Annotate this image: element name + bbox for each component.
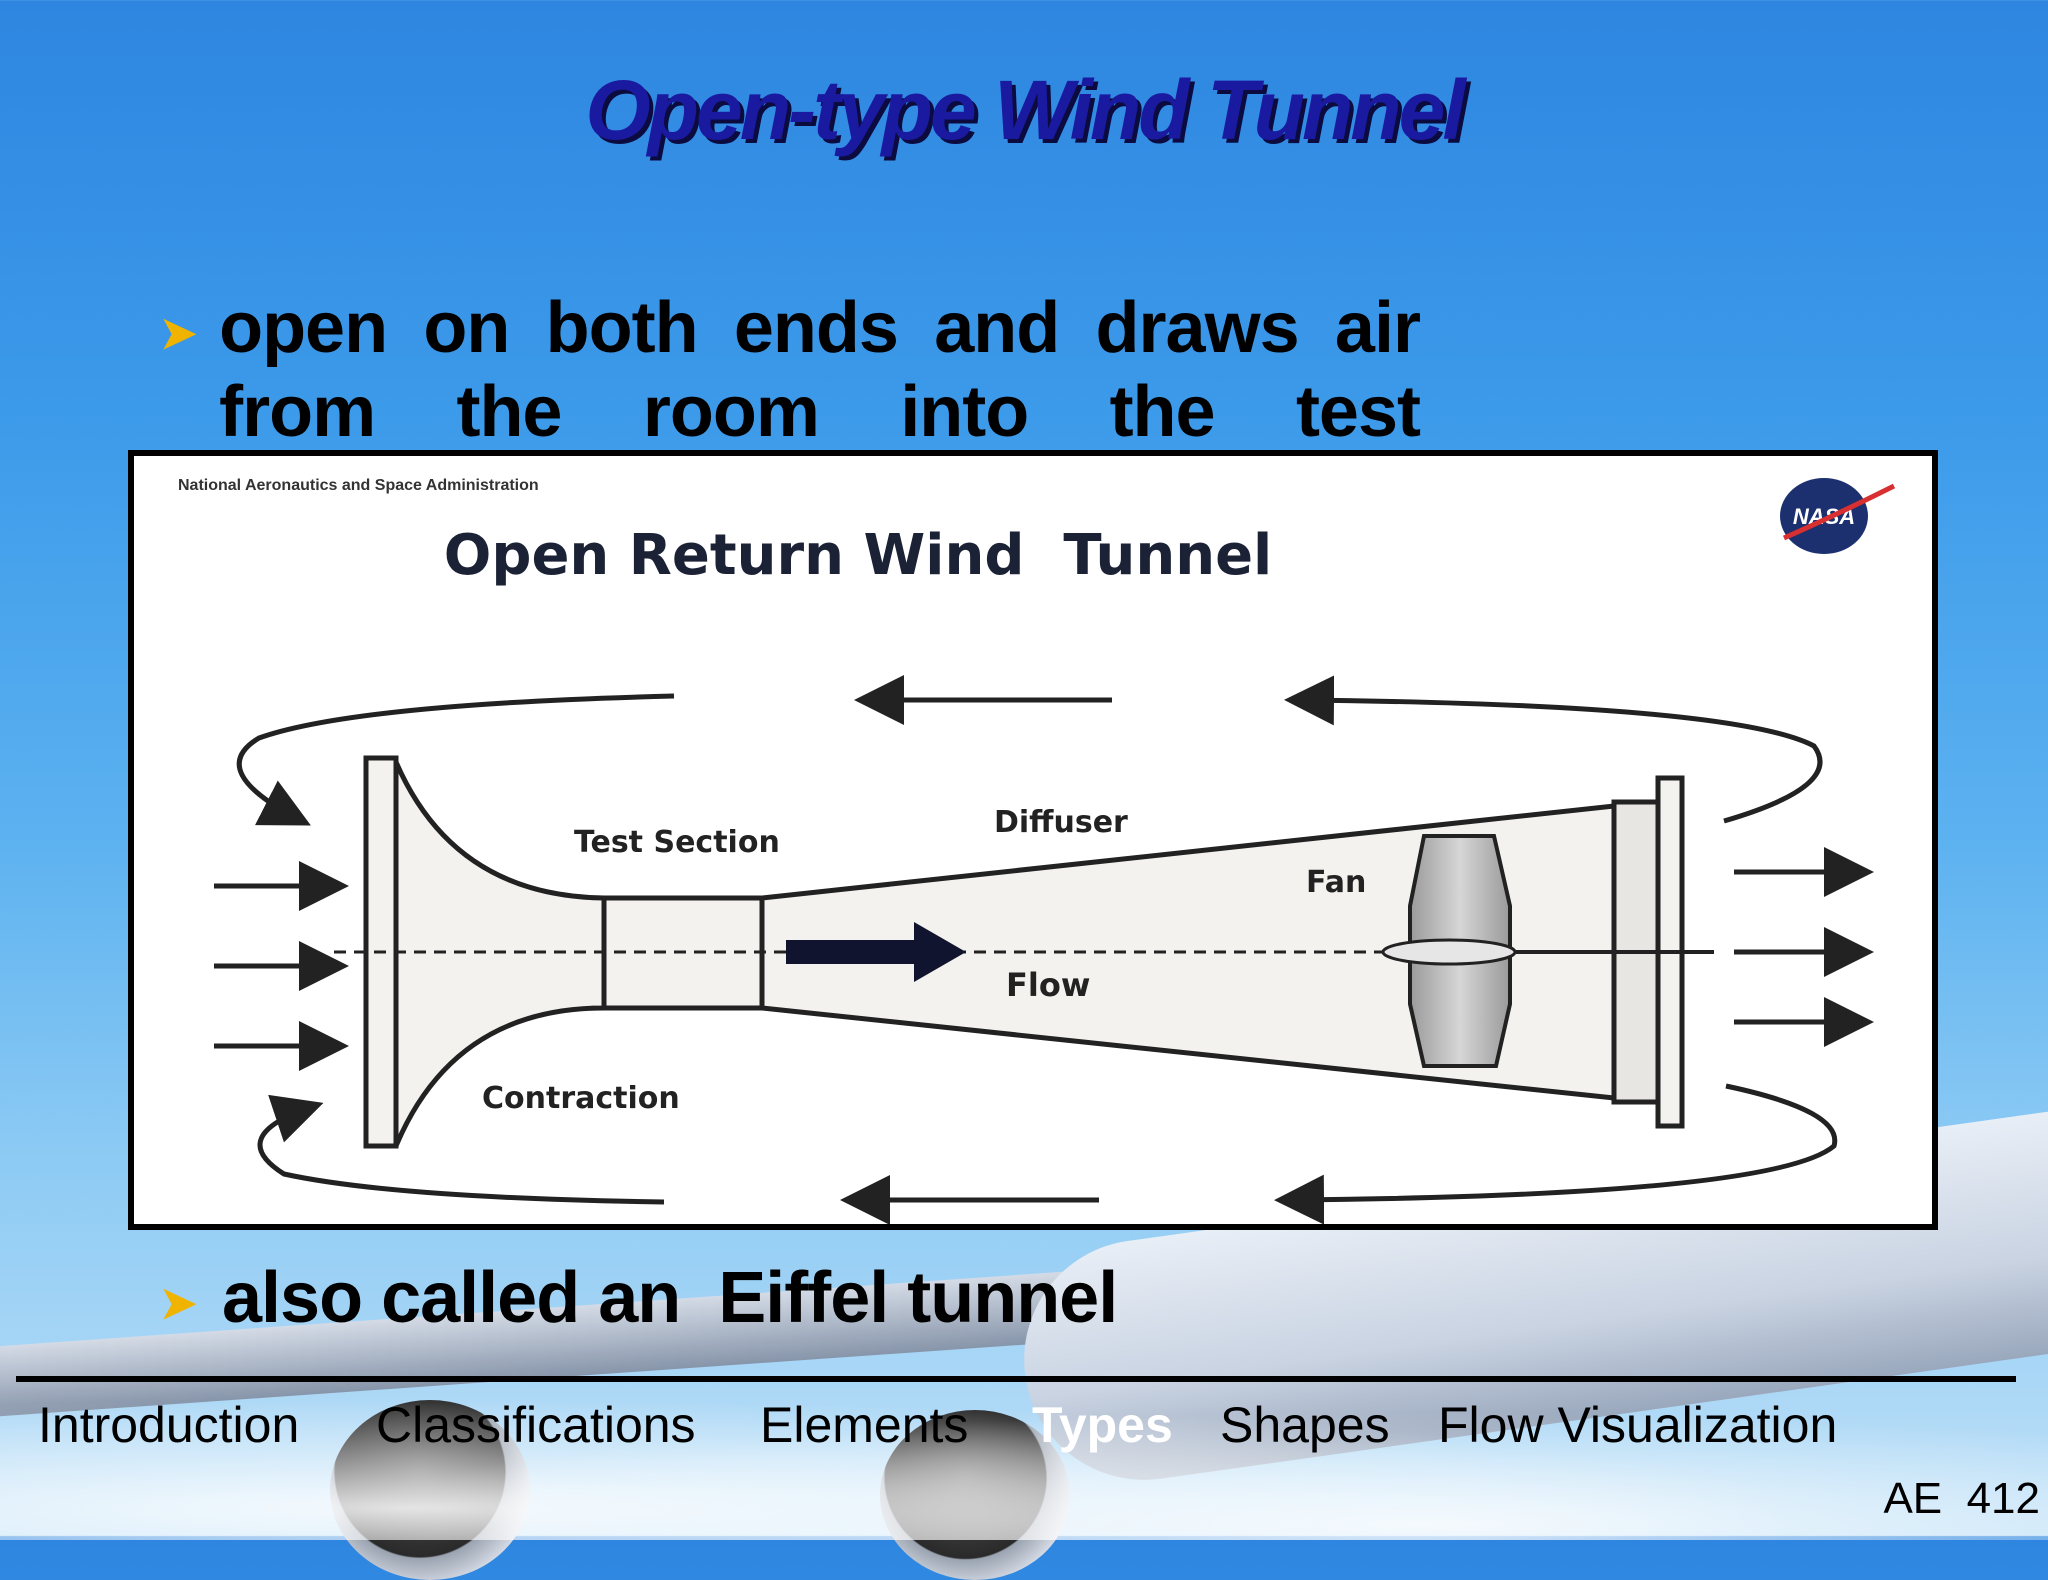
- label-diffuser: Diffuser: [994, 805, 1128, 840]
- fan-hub: [1381, 938, 1517, 966]
- nav-item-classifications[interactable]: Classifications: [376, 1397, 696, 1453]
- nav-item-flow-visualization[interactable]: Flow Visualization: [1438, 1397, 1838, 1453]
- nav-item-elements[interactable]: Elements: [760, 1397, 969, 1453]
- bullet-2: ➤ also called an Eiffel tunnel: [160, 1256, 1118, 1346]
- course-code: AE 412: [1883, 1474, 2040, 1523]
- section-nav: Introduction Classifications Elements Ty…: [0, 1396, 2048, 1456]
- nasa-logo: NASA: [1780, 478, 1896, 554]
- label-flow: Flow: [1006, 966, 1090, 1004]
- label-test-section: Test Section: [574, 825, 780, 860]
- label-fan: Fan: [1306, 865, 1366, 900]
- agency-name: National Aeronautics and Space Administr…: [178, 477, 539, 494]
- return-arrow-top-left: [236, 693, 675, 826]
- footer-divider: [16, 1376, 2016, 1382]
- slide-title: Open-type Wind Tunnel: [585, 63, 1465, 157]
- bullet-2-text: also called an Eiffel tunnel: [222, 1258, 1118, 1338]
- bullet-1: ➤ open on both ends and draws air from t…: [160, 286, 1421, 538]
- wind-tunnel-diagram: National Aeronautics and Space Administr…: [128, 450, 1938, 1230]
- nav-item-shapes[interactable]: Shapes: [1220, 1397, 1390, 1453]
- return-arrow-bottom-right: [1274, 1083, 1838, 1224]
- bullet-arrow-icon: ➤: [160, 1279, 197, 1328]
- return-arrow-bottom-left: [257, 1094, 665, 1205]
- nav-item-introduction[interactable]: Introduction: [38, 1397, 300, 1453]
- bullet-1-text: open on both ends and draws air from the…: [219, 288, 1421, 536]
- return-arrow-top-right: [1284, 675, 1823, 824]
- label-contraction: Contraction: [482, 1081, 680, 1116]
- bullet-arrow-icon: ➤: [160, 309, 197, 358]
- nav-item-types[interactable]: Types: [1032, 1397, 1173, 1453]
- figure-title: Open Return Wind Tunnel: [444, 523, 1273, 588]
- clouds-background: [0, 1380, 2048, 1540]
- flow-arrow: [786, 922, 966, 982]
